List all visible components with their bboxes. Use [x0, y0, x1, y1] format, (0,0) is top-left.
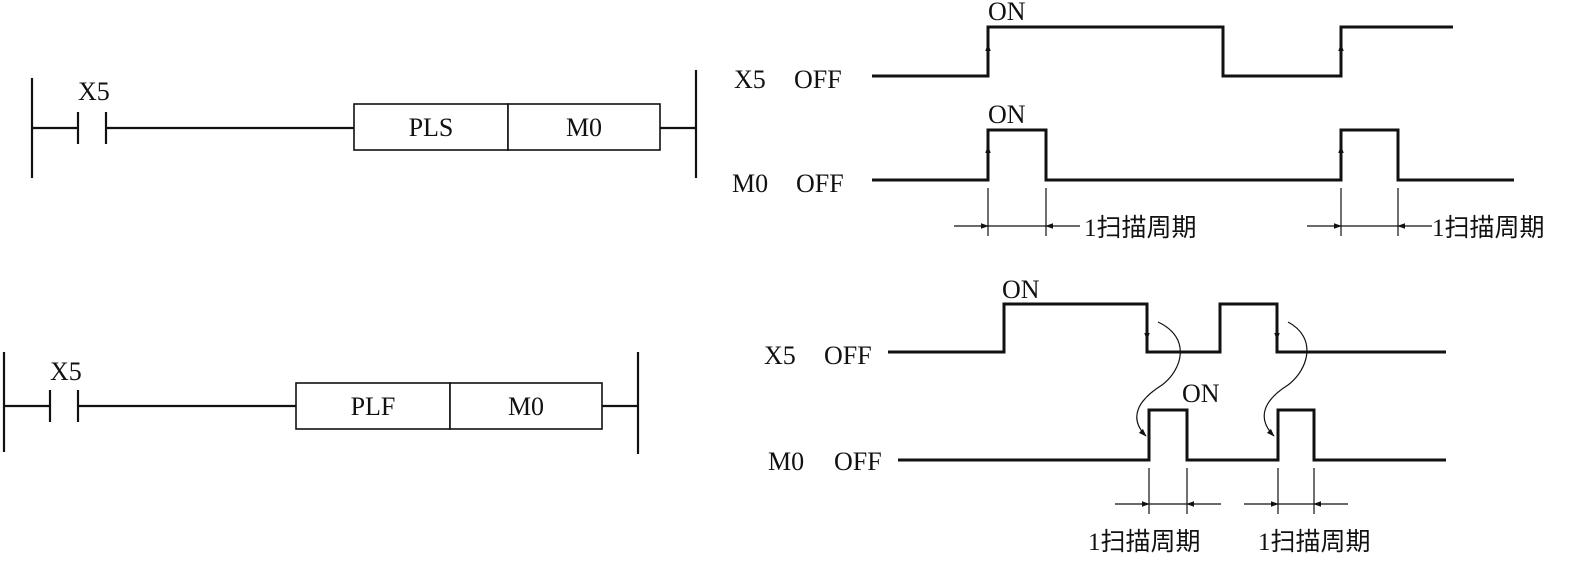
- scan-period-dimension: [1244, 468, 1348, 514]
- operand-box: [449, 382, 603, 430]
- contact-x5: [48, 390, 80, 422]
- instruction-label: PLS: [409, 113, 454, 142]
- on-label: ON: [988, 100, 1026, 129]
- scan-period-dimension: [1115, 468, 1221, 514]
- m0-waveform: [898, 408, 1446, 462]
- m0-waveform: [872, 128, 1514, 182]
- scan-period-dimension: [1307, 188, 1432, 236]
- contact-label: X5: [78, 77, 110, 106]
- signal-name: X5: [764, 341, 796, 370]
- instruction-box: [295, 382, 451, 430]
- ladder-rung-pls: X5 PLS M0: [30, 70, 698, 178]
- contact-x5: [76, 112, 108, 144]
- scan-period-label: 1扫描周期: [1258, 528, 1371, 556]
- scan-period-dimension: [954, 188, 1080, 236]
- operand-label: M0: [508, 392, 544, 421]
- scan-period-label: 1扫描周期: [1432, 214, 1545, 242]
- scan-period-label: 1扫描周期: [1084, 214, 1197, 242]
- timing-diagram-plf: X5 OFF ON M0 OFF ON 1扫描周期 1: [764, 275, 1446, 556]
- curved-arrow: [1263, 321, 1308, 437]
- operand-box: [507, 103, 661, 151]
- signal-state: OFF: [794, 65, 842, 94]
- signal-name: X5: [734, 65, 766, 94]
- on-label: ON: [1002, 275, 1040, 304]
- curved-arrow: [1136, 321, 1181, 437]
- operand-label: M0: [566, 113, 602, 142]
- x5-waveform: [888, 302, 1446, 354]
- signal-state: OFF: [796, 169, 844, 198]
- contact-label: X5: [50, 357, 82, 386]
- instruction-box: [353, 103, 509, 151]
- on-label: ON: [988, 0, 1026, 26]
- timing-diagram-pls: X5 OFF ON M0 OFF ON 1扫描周期 1扫描周期: [732, 0, 1545, 242]
- signal-name: M0: [732, 169, 768, 198]
- scan-period-label: 1扫描周期: [1088, 528, 1201, 556]
- ladder-rung-plf: X5 PLF M0: [2, 352, 640, 454]
- x5-waveform: [872, 25, 1453, 78]
- signal-name: M0: [768, 447, 804, 476]
- on-label: ON: [1182, 379, 1220, 408]
- instruction-label: PLF: [351, 392, 396, 421]
- signal-state: OFF: [834, 447, 882, 476]
- signal-state: OFF: [824, 341, 872, 370]
